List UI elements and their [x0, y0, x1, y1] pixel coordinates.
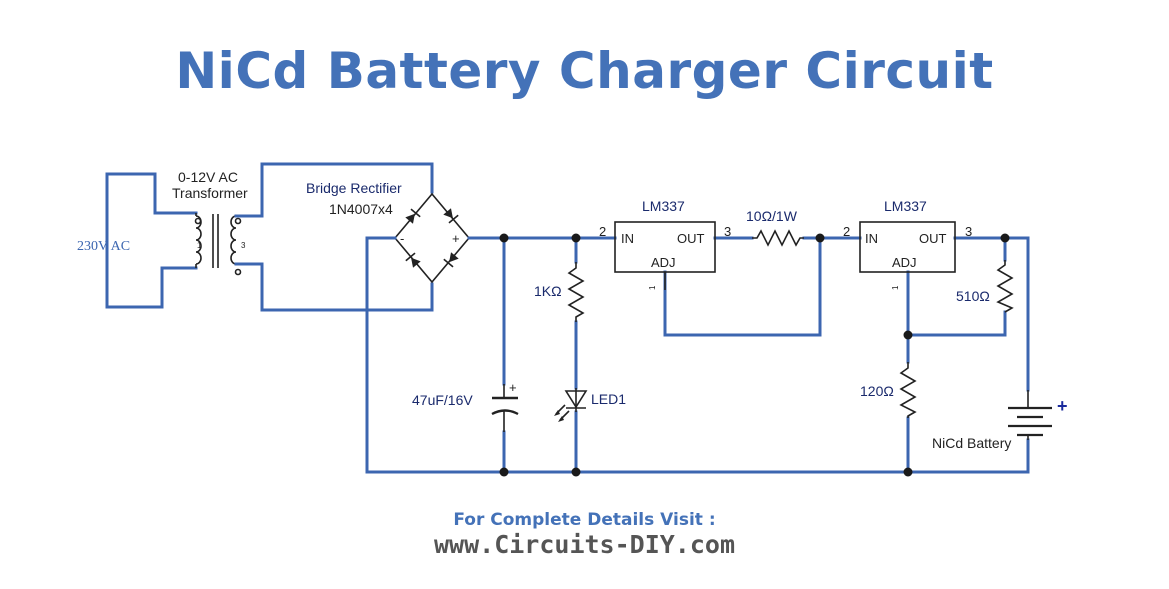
regulator-1-adj: ADJ: [651, 255, 676, 270]
regulator-2: [859, 221, 956, 273]
junction-nodes: [499, 233, 1010, 477]
transformer-pin-3: 3: [241, 241, 246, 250]
footer-visit-text: For Complete Details Visit :: [453, 510, 716, 530]
resistor-series-label: 10Ω/1W: [746, 208, 798, 224]
regulator-1-in: IN: [621, 231, 634, 246]
led: [554, 388, 588, 422]
capacitor-label: 47uF/16V: [412, 392, 473, 408]
regulator-2-name: LM337: [884, 198, 927, 214]
transformer-pin-1: 1: [197, 241, 202, 250]
resistor-series: [752, 229, 804, 247]
battery-label: NiCd Battery: [932, 435, 1011, 451]
footer-url[interactable]: www.Circuits-DIY.com: [433, 530, 736, 559]
regulator-2-pin-in: 2: [843, 224, 850, 239]
resistor-1k-label: 1KΩ: [534, 283, 562, 299]
regulator-1-pin-adj: 1: [648, 285, 657, 290]
regulator-1-pin-in: 2: [599, 224, 606, 239]
regulator-2-in: IN: [865, 231, 878, 246]
regulator-2-pin-out: 3: [965, 224, 972, 239]
ac-input-wires: [105, 172, 198, 309]
bridge-label-line1: Bridge Rectifier: [306, 180, 402, 196]
regulator-1-out: OUT: [677, 231, 705, 246]
bridge-plus: +: [452, 231, 460, 246]
main-wires: [365, 236, 1030, 474]
resistor-510-label: 510Ω: [956, 288, 990, 304]
resistor-120: [899, 362, 917, 418]
led-label: LED1: [591, 391, 626, 407]
secondary-wires: [234, 162, 434, 312]
bridge-label-line2: 1N4007x4: [329, 201, 393, 217]
resistor-1k: [567, 262, 585, 322]
regulator-1-name: LM337: [642, 198, 685, 214]
regulator-2-out: OUT: [919, 231, 947, 246]
battery: [1008, 390, 1052, 440]
ac-source-label: 230V AC: [77, 239, 130, 254]
resistor-510: [996, 260, 1014, 313]
transformer-label-line1: 0-12V AC: [178, 169, 238, 185]
page-title: NiCd Battery Charger Circuit: [175, 42, 994, 100]
regulator-2-pin-adj: 1: [891, 285, 900, 290]
regulator-2-adj: ADJ: [892, 255, 917, 270]
capacitor-polarity: +: [509, 380, 517, 395]
transformer-label-line2: Transformer: [172, 185, 248, 201]
bridge-minus: -: [400, 231, 404, 246]
regulator-1: [614, 221, 716, 290]
capacitor: [491, 384, 519, 432]
transformer: [194, 213, 242, 276]
bridge-rectifier: [393, 192, 471, 284]
resistor-120-label: 120Ω: [860, 383, 894, 399]
regulator-1-pin-out: 3: [724, 224, 731, 239]
battery-polarity: +: [1057, 396, 1068, 416]
